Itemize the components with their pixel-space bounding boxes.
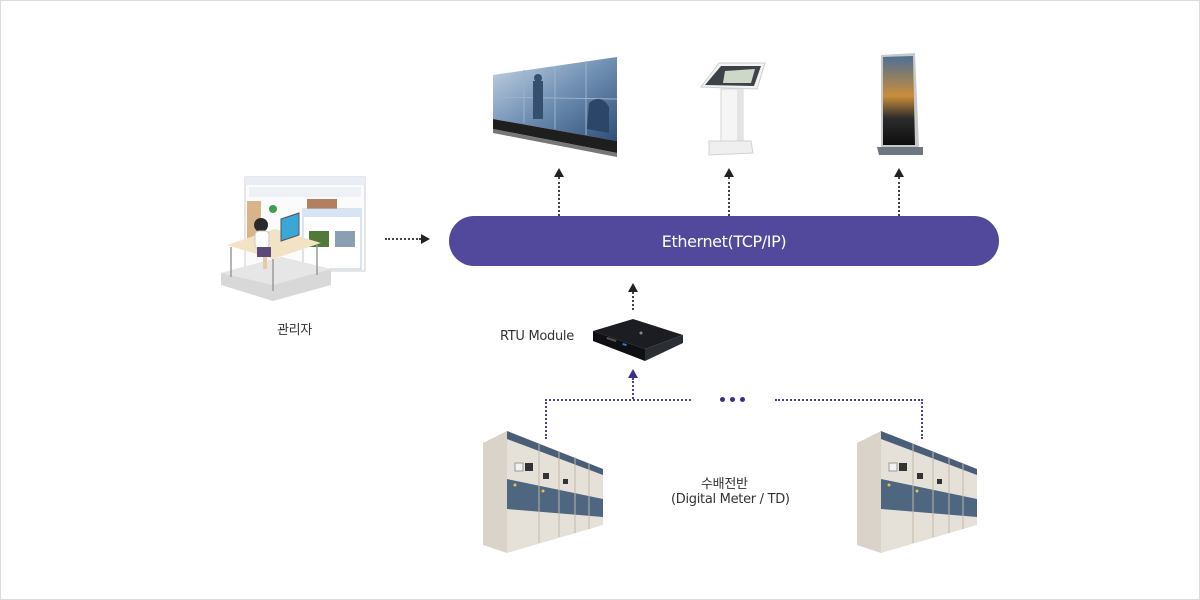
arrow-up-icon bbox=[628, 283, 638, 292]
video-wall-icon bbox=[489, 53, 621, 159]
connector-left bbox=[545, 399, 691, 401]
connector-video-wall bbox=[558, 177, 560, 216]
kiosk-icon bbox=[691, 59, 771, 159]
ethernet-bus: Ethernet(TCP/IP) bbox=[449, 216, 999, 266]
switchboard-label: 수배전반 bbox=[701, 477, 748, 492]
admin-workstation-icon bbox=[211, 173, 371, 303]
rtu-module-icon bbox=[589, 317, 685, 363]
connector-right-drop bbox=[921, 399, 923, 439]
connector-kiosk bbox=[728, 177, 730, 216]
connector-admin bbox=[385, 238, 421, 240]
arrow-up-icon bbox=[554, 168, 564, 177]
connector-signage bbox=[898, 177, 900, 216]
connector-rtu-bus bbox=[632, 292, 634, 310]
switchboard-icon bbox=[479, 429, 605, 555]
rtu-label: RTU Module bbox=[500, 329, 574, 344]
arrow-up-icon bbox=[628, 369, 638, 378]
arrow-up-icon bbox=[894, 168, 904, 177]
connector-left-drop bbox=[545, 399, 547, 439]
switchboard-sublabel: (Digital Meter / TD) bbox=[671, 492, 790, 507]
ethernet-bus-label: Ethernet(TCP/IP) bbox=[661, 231, 787, 251]
digital-signage-icon bbox=[875, 51, 927, 161]
connector-right bbox=[775, 399, 923, 401]
arrow-up-icon bbox=[724, 168, 734, 177]
arrow-right-icon bbox=[421, 234, 430, 244]
switchboard-icon bbox=[853, 429, 979, 555]
connector-rtu-switchboard bbox=[632, 378, 634, 399]
admin-label: 관리자 bbox=[277, 323, 312, 338]
ellipsis-icon bbox=[720, 397, 745, 402]
